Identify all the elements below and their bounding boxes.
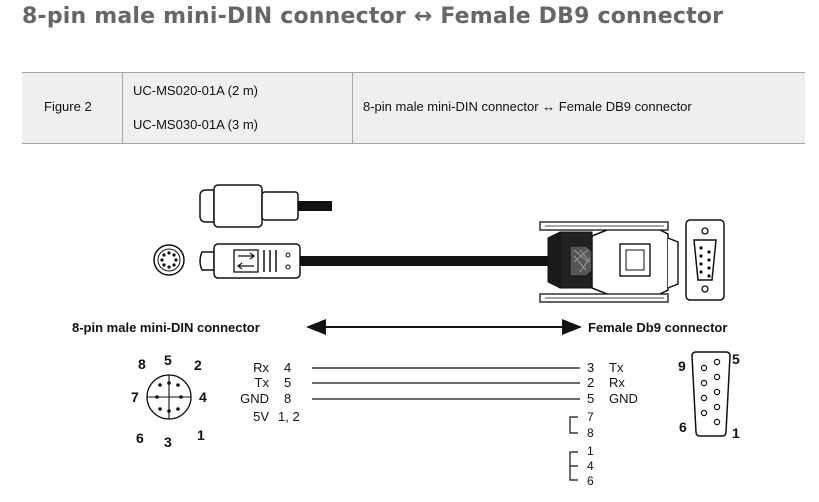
signal-rx: Rx [253,360,269,375]
din-pin-8: 8 [138,356,146,372]
db9-connector-side [539,221,679,303]
db9-num-gnd: 5 [587,391,594,406]
cable [300,256,550,266]
db9-pin-5: 5 [732,351,740,367]
din-pin-2: 2 [194,357,202,373]
bridge-pin-7: 7 [587,410,594,424]
din-pin-4: 4 [199,389,207,405]
right-connector-label: Female Db9 connector [588,320,727,335]
models-cell: UC-MS020-01A (2 m) UC-MS030-01A (3 m) [122,73,353,143]
db9-pinout: 9 5 6 1 [678,351,740,441]
db9-face-icon [685,219,725,301]
db9-signal-tx: Tx [609,360,624,375]
din-pin-3: 3 [164,434,172,450]
din-pin-1: 1 [197,427,205,443]
cable-illustration [153,184,725,303]
bridge-1-4-6 [569,451,578,481]
spec-table: Figure 2 UC-MS020-01A (2 m) UC-MS030-01A… [22,72,805,144]
description-cell: 8-pin male mini-DIN connector ↔ Female D… [352,73,806,143]
din-pin-7: 7 [131,389,139,405]
bridge-7-8 [569,416,578,434]
db9-signal-rx: Rx [609,375,625,390]
db9-num-tx: 2 [587,375,594,390]
bridge-pin-4: 4 [587,459,594,473]
mini-din-pinout: 8 5 2 7 4 6 3 1 [131,352,207,450]
mini-din-plug-top [199,243,301,279]
db9-signal-gnd: GND [609,391,638,406]
din-pin-6: 6 [136,430,144,446]
signal-gnd: GND [240,391,269,406]
mini-din-plug-side [199,184,332,228]
page-title: 8-pin male mini-DIN connector ↔ Female D… [22,4,724,29]
signal-tx: Tx [255,375,270,390]
table-description: 8-pin male mini-DIN connector ↔ Female D… [363,99,692,114]
din-num-rx: 4 [284,360,291,375]
din-pin-5: 5 [164,352,172,368]
db9-num-rx: 3 [587,360,594,375]
wiring-table: Rx Tx GND 5V 4 5 8 1, 2 3 2 5 Tx Rx GND … [240,360,638,488]
bridge-pin-6: 6 [587,474,594,488]
db9-pin-1: 1 [732,425,740,441]
figure-label: Figure 2 [44,99,92,114]
mini-din-face-icon [153,244,185,276]
signal-5v: 5V [253,409,269,424]
db9-pin-6: 6 [679,419,687,435]
db9-pin-9: 9 [678,358,686,374]
model-3m: UC-MS030-01A (3 m) [133,117,258,132]
din-num-tx: 5 [284,375,291,390]
din-num-5v: 1, 2 [278,409,300,424]
din-num-gnd: 8 [284,391,291,406]
bridge-pin-1: 1 [587,444,594,458]
model-2m: UC-MS020-01A (2 m) [133,83,258,98]
bridge-pin-8: 8 [587,426,594,440]
left-connector-label: 8-pin male mini-DIN connector [72,320,260,335]
figure-cell: Figure 2 [22,73,122,143]
